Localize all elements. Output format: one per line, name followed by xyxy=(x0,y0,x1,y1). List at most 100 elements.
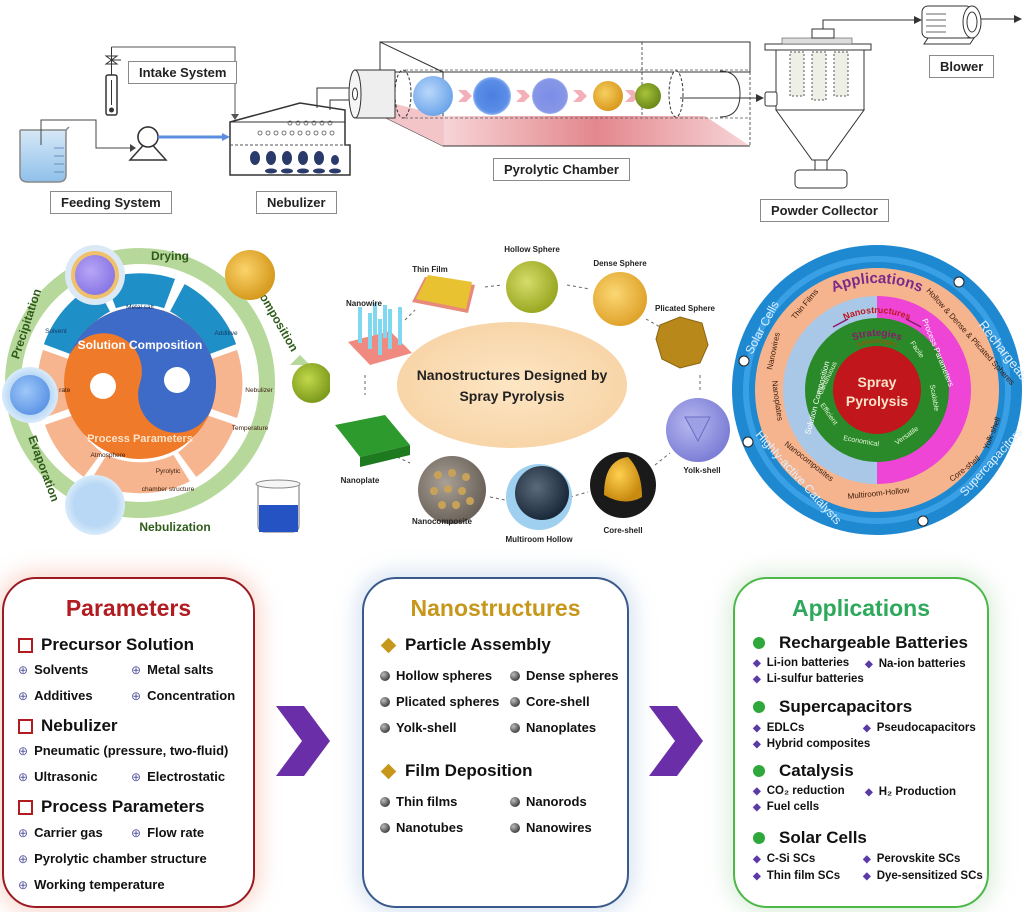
list-item: ◆Na-ion batteries xyxy=(865,658,966,670)
center-label-line2: Pyrolysis xyxy=(846,393,908,409)
section-catalysis: Catalysis xyxy=(753,761,854,781)
center-label-line1: Spray xyxy=(858,374,897,390)
multiroom-hollow-label: Multiroom Hollow xyxy=(505,535,573,544)
diamond-bullet-icon: ◆ xyxy=(865,786,873,798)
star-bullet-icons xyxy=(738,276,965,527)
segment-chamber-structure: chamber structure xyxy=(142,486,195,493)
section-nebulizer: Nebulizer xyxy=(18,716,118,736)
feeding-system-label: Feeding System xyxy=(50,191,172,214)
list-item: ⊕Ultrasonic xyxy=(18,769,98,784)
list-item: ◆Perovskite SCs xyxy=(863,853,961,865)
list-item: ⊕Concentration xyxy=(131,688,236,703)
list-item: ⊕Metal salts xyxy=(131,662,214,677)
plicated-sphere-icon xyxy=(655,316,709,369)
list-item: ◆Fuel cells xyxy=(753,801,820,813)
intake-system-label: Intake System xyxy=(128,61,238,84)
step-drying: Drying xyxy=(151,249,189,263)
plus-bullet-icon: ⊕ xyxy=(18,688,29,703)
section-rechargeable-batteries: Rechargeable Batteries xyxy=(753,633,968,653)
ball-bullet-icon xyxy=(510,822,520,833)
diamond-bullet-icon: ◆ xyxy=(863,853,871,865)
chevron-right-icon xyxy=(649,706,703,776)
diamond-bullet-icon xyxy=(380,637,397,653)
process-parameters-label: Process Parameters xyxy=(87,433,193,445)
list-item: ◆Li-sulfur batteries xyxy=(753,673,864,685)
list-item: ◆H₂ Production xyxy=(865,786,957,798)
blower-icon xyxy=(921,5,1022,45)
yin-yang-icon xyxy=(64,307,216,459)
list-item: ⊕Solvents xyxy=(18,662,89,677)
diamond-bullet-icon: ◆ xyxy=(753,853,761,865)
plus-bullet-icon: ⊕ xyxy=(18,769,29,784)
nanoplate-label: Nanoplate xyxy=(341,476,380,485)
plus-bullet-icon: ⊕ xyxy=(18,877,29,892)
chevron-right-icon xyxy=(276,706,330,776)
plus-bullet-icon: ⊕ xyxy=(18,743,29,758)
parameters-title: Parameters xyxy=(65,595,192,621)
parameters-panel: Parameters Precursor Solution ⊕Solvents … xyxy=(2,577,255,908)
green-dot-bullet-icon xyxy=(753,832,765,844)
green-dot-bullet-icon xyxy=(753,765,765,777)
ball-bullet-icon xyxy=(380,722,390,733)
dense-sphere-label: Dense Sphere xyxy=(593,259,647,268)
ball-bullet-icon xyxy=(510,696,520,707)
solution-beaker-icon xyxy=(255,479,301,533)
nanocomposite-icon xyxy=(418,456,486,524)
strategy-arrow-right-icon xyxy=(905,318,922,328)
list-item: ◆Hybrid composites xyxy=(753,738,871,750)
nebulized-droplet-icon xyxy=(65,475,125,535)
plus-bullet-icon: ⊕ xyxy=(131,825,142,840)
plus-bullet-icon: ⊕ xyxy=(131,769,142,784)
diamond-bullet-icon: ◆ xyxy=(753,673,761,685)
hollow-sphere-label: Hollow Sphere xyxy=(504,245,560,254)
list-item: Nanowires xyxy=(510,820,592,835)
list-item: ⊕Pyrolytic chamber structure xyxy=(18,851,207,866)
nanoplate-icon xyxy=(335,415,410,457)
plus-bullet-icon: ⊕ xyxy=(18,851,29,866)
segment-metal-salt: Metal salt xyxy=(126,304,154,311)
list-item: Nanotubes xyxy=(380,820,463,835)
ball-bullet-icon xyxy=(510,722,520,733)
applications-title: Applications xyxy=(791,595,930,621)
list-item: ⊕Pneumatic (pressure, two-fluid) xyxy=(18,743,229,758)
ball-bullet-icon xyxy=(380,796,390,807)
list-item: ◆CO₂ reduction xyxy=(753,785,845,797)
list-item: ⊕Carrier gas xyxy=(18,825,103,840)
powder-collector-device xyxy=(764,28,872,189)
ball-bullet-icon xyxy=(510,796,520,807)
powder-collector-label: Powder Collector xyxy=(760,199,889,222)
step-nebulization: Nebulization xyxy=(139,520,210,534)
step-precipitation: Precipitation xyxy=(8,287,44,360)
nanostructures-center-title-line1: Nanostructures Designed by xyxy=(417,367,608,383)
spray-pyrolysis-circle-diagram: Spray Pyrolysis Applications Rechargeabl… xyxy=(732,245,1024,535)
list-item: ◆EDLCs xyxy=(753,722,805,734)
diamond-bullet-icon xyxy=(380,763,397,779)
list-item: Thin films xyxy=(380,794,457,809)
section-particle-assembly: Particle Assembly xyxy=(380,635,551,655)
segment-solvent: Solvent xyxy=(45,328,67,335)
section-supercapacitors: Supercapacitors xyxy=(753,697,912,717)
square-bullet-icon xyxy=(18,718,33,734)
list-item: Dense spheres xyxy=(510,668,619,683)
plicated-sphere-label: Plicated Sphere xyxy=(655,304,716,313)
green-dot-bullet-icon xyxy=(753,701,765,713)
plus-bullet-icon: ⊕ xyxy=(18,662,29,677)
list-item: Nanorods xyxy=(510,794,587,809)
list-item: ◆Thin film SCs xyxy=(753,870,841,882)
segment-additive: Additive xyxy=(214,330,238,337)
strategy-arrow-left-icon xyxy=(832,318,849,328)
list-item: Hollow spheres xyxy=(380,668,492,683)
core-shell-label: Core-shell xyxy=(603,526,642,535)
diamond-bullet-icon: ◆ xyxy=(865,658,873,670)
plus-bullet-icon: ⊕ xyxy=(131,688,142,703)
adv-scalable: Scalable xyxy=(928,384,940,412)
list-item: Nanoplates xyxy=(510,720,596,735)
green-dot-bullet-icon xyxy=(753,637,765,649)
list-item: ◆Pseudocapacitors xyxy=(863,722,976,734)
list-item: Yolk-shell xyxy=(380,720,456,735)
cycle-diagram: Solution Composition Process Parameters … xyxy=(2,245,330,535)
nanowire-label: Nanowire xyxy=(346,299,383,308)
center-circle xyxy=(833,346,921,434)
diamond-bullet-icon: ◆ xyxy=(753,738,761,750)
advantages-title: Advantages xyxy=(856,338,898,349)
